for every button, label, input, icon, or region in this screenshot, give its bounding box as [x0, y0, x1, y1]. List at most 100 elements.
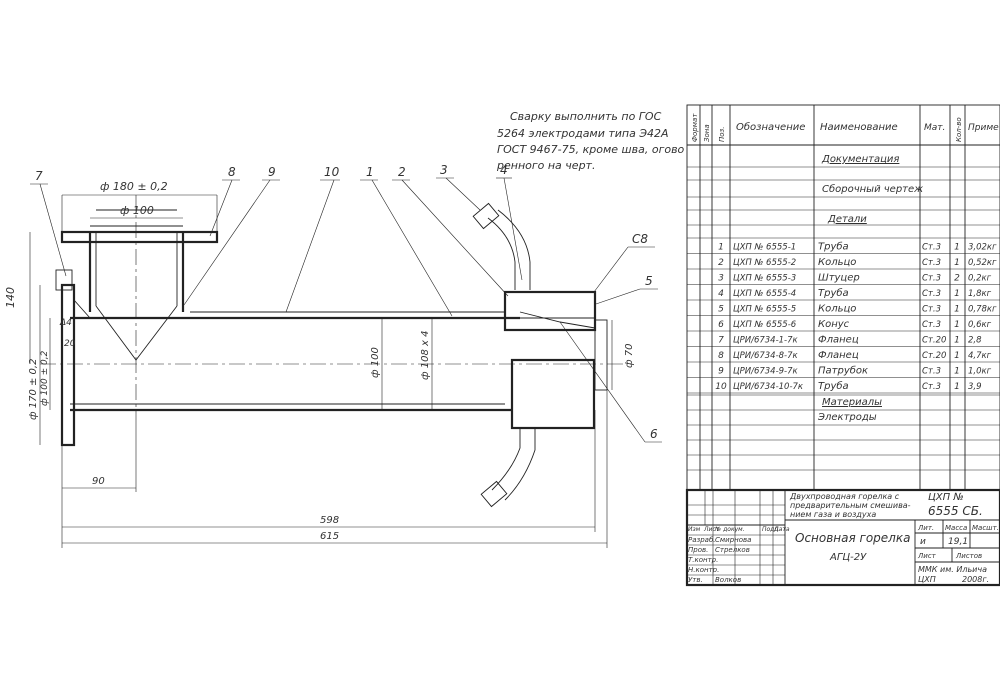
spec-cell-pos: 4	[718, 289, 724, 299]
spec-cell-note: 0,52кг	[968, 258, 997, 268]
dim-offset: 90	[92, 476, 105, 487]
spec-cell-name: Конус	[818, 319, 850, 330]
hdr-zone: Зона	[703, 124, 711, 142]
section-docs: Документация	[821, 154, 899, 165]
spec-cell-name: Фланец	[818, 335, 859, 346]
spec-cell-pos: 3	[718, 274, 724, 284]
desc-line-2: предварительным смешива-	[790, 501, 911, 510]
weld-note: Сварку выполнить по ГОС 5264 электродами…	[496, 110, 685, 172]
callout-1: 1	[366, 165, 374, 179]
spec-cell-name: Фланец	[818, 350, 859, 361]
callout-9: 9	[268, 165, 276, 179]
spec-cell-pos: 7	[718, 336, 724, 346]
name-developer: Смирнова	[715, 536, 751, 544]
assembly-drawing: Сборочный чертеж	[822, 183, 923, 195]
spec-cell-qty: 1	[954, 320, 960, 330]
hdr-designation: Обозначение	[736, 121, 805, 133]
spec-cell-qty: 1	[954, 258, 960, 268]
callout-7: 7	[35, 169, 43, 183]
callout-6: 6	[650, 427, 658, 441]
hdr-note: Примеч.	[968, 123, 1000, 133]
spec-cell-mat: Ст.3	[922, 320, 941, 330]
title-block: Изм Лист № докум. Подп. Дата Разраб. Сми…	[685, 488, 1000, 587]
spec-cell-code: ЦХП № 6555-6	[733, 320, 797, 330]
spec-cell-code: ЦХП № 6555-1	[733, 243, 796, 253]
spec-cell-mat: Ст.3	[922, 305, 941, 315]
name-checker: Стрелков	[715, 546, 750, 554]
spec-cell-name: Штуцер	[818, 273, 860, 284]
role-tech-control: Т.контр.	[688, 556, 718, 564]
hdr-qty: Кол-во	[955, 117, 963, 142]
sig-hdr-docno: № докум.	[714, 526, 745, 533]
callout-3: 3	[440, 163, 448, 177]
callout-5: 5	[645, 274, 653, 288]
spec-cell-mat: Ст.3	[922, 243, 941, 253]
spec-cell-pos: 9	[718, 367, 724, 377]
spec-cell-note: 0,2кг	[968, 274, 992, 284]
callout-10: 10	[324, 165, 340, 179]
spec-cell-code: ЦРИ/6734-9-7к	[733, 367, 799, 377]
spec-cell-code: ЦХП № 6555-2	[733, 258, 796, 268]
dim-gap: 20	[64, 339, 76, 349]
callout-4: 4	[500, 163, 508, 177]
spec-cell-pos: 6	[718, 320, 724, 330]
dim-flange-dia: ф 180 ± 0,2	[100, 180, 168, 193]
drawing-subtitle: АГЦ-2У	[829, 552, 867, 563]
spec-cell-qty: 2	[954, 274, 960, 284]
spec-cell-qty: 1	[954, 336, 960, 346]
drawing-title: Основная горелка	[795, 531, 910, 545]
note-line-1: Сварку выполнить по ГОС	[510, 110, 662, 123]
spec-cell-qty: 1	[954, 367, 960, 377]
note-line-2: 5264 электродами типа Э42А	[497, 127, 669, 140]
spec-cell-code: ЦХП № 6555-4	[733, 289, 796, 299]
dim-left-flange-dia: ф 170 ± 0,2	[28, 359, 39, 420]
dim-main-wall: ф 108 х 4	[420, 331, 431, 380]
sig-hdr-date: Дата	[773, 526, 790, 533]
mass-value: 19,1	[948, 537, 968, 547]
spec-cell-name: Труба	[818, 287, 849, 299]
spec-cell-name: Кольцо	[818, 257, 856, 268]
spec-cell-name: Кольцо	[818, 304, 856, 315]
spec-cell-qty: 1	[954, 351, 960, 361]
sig-hdr-change: Изм	[688, 526, 701, 533]
dim-length-598: 598	[320, 515, 339, 526]
dim-left-pipe-dia: ф 100 ± 0,2	[40, 350, 50, 406]
role-approver: Утв.	[688, 576, 703, 584]
role-norm-control: Н.контр.	[688, 566, 719, 574]
spec-cell-note: 1,8кг	[968, 289, 992, 299]
desc-line-3: нием газа и воздуха	[790, 510, 876, 519]
spec-cell-mat: Ст.3	[922, 258, 941, 268]
spec-cell-name: Труба	[818, 380, 849, 392]
spec-cell-code: ЦРИ/6734-1-7к	[733, 336, 799, 346]
spec-cell-note: 1,0кг	[968, 367, 992, 377]
name-approver: Волков	[715, 576, 741, 584]
spec-cell-code: ЦХП № 6555-3	[733, 274, 796, 284]
spec-cell-name: Патрубок	[818, 365, 868, 377]
role-developer: Разраб.	[688, 536, 716, 544]
role-checker: Пров.	[688, 546, 708, 554]
dim-pipe-dia: ф 100	[120, 204, 154, 217]
scale-label: Масшт.	[972, 524, 999, 532]
sheet-label: Лист	[917, 552, 937, 560]
note-line-4: ренного на черт.	[496, 159, 595, 172]
dim-outlet-dia: ф 70	[624, 344, 635, 368]
spec-cell-code: ЦРИ/6734-10-7к	[733, 382, 804, 392]
desc-line-1: Двухпроводная горелка с	[789, 492, 900, 501]
year: 2008г.	[962, 575, 989, 584]
spec-cell-pos: 2	[718, 258, 724, 268]
spec-cell-qty: 1	[954, 382, 960, 392]
doc-number: 6555 СБ.	[928, 504, 983, 518]
dimension-lines: ф 180 ± 0,2 ф 100 140 ф 170 ± 0,2 ф 100 …	[4, 180, 635, 548]
spec-cell-mat: Ст.3	[922, 382, 941, 392]
spec-cell-pos: 10	[715, 382, 727, 392]
spec-cell-qty: 1	[954, 305, 960, 315]
spec-cell-mat: Ст.20	[922, 336, 946, 346]
section-parts: Детали	[827, 214, 867, 225]
doc-no-label: ЦХП №	[928, 492, 964, 503]
spec-cell-note: 0,78кг	[968, 305, 997, 315]
spec-cell-pos: 1	[718, 243, 724, 253]
callout-c8: С8	[632, 232, 648, 246]
spec-cell-pos: 5	[718, 305, 724, 315]
spec-cell-note: 3,02кг	[968, 243, 997, 253]
